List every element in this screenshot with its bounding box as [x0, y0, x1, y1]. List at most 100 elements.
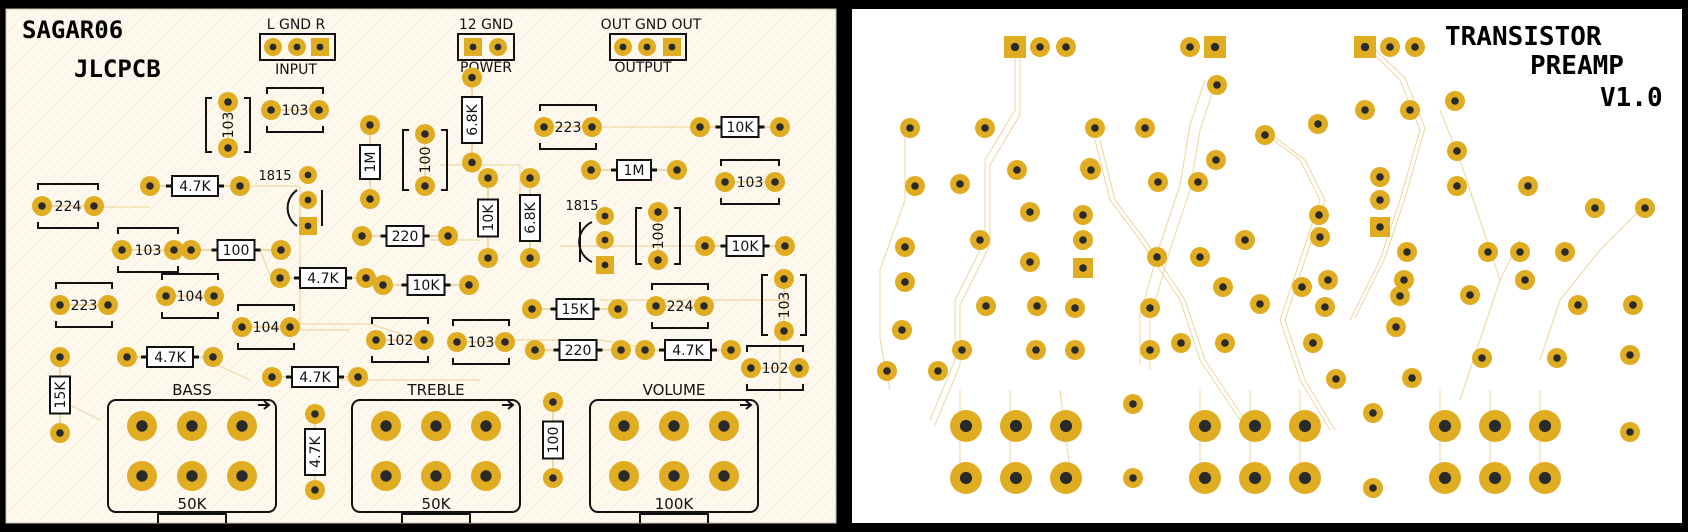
drill-hole [1396, 292, 1404, 300]
component-103: 103 [112, 227, 184, 273]
drill-hole [1026, 258, 1034, 266]
drill-hole [1032, 346, 1040, 354]
drill-hole [540, 123, 548, 131]
component-value-label: 4.7K [308, 435, 324, 467]
drill-hole [531, 346, 539, 354]
drill-hole [236, 470, 248, 482]
drill-hole [1213, 81, 1221, 89]
component-10k: 10K [690, 116, 790, 138]
drill-hole [1591, 204, 1599, 212]
drill-hole [236, 182, 244, 190]
drill-hole [224, 98, 232, 106]
drill-hole [380, 470, 392, 482]
component-224: 224 [32, 183, 104, 229]
drill-hole [123, 353, 131, 361]
drill-hole [619, 43, 627, 51]
drill-hole [494, 43, 502, 51]
drill-hole [1079, 211, 1087, 219]
drill-hole [1248, 471, 1262, 485]
drill-hole [549, 398, 557, 406]
component-value-label: 100 [223, 243, 250, 259]
drill-hole [601, 212, 609, 220]
drill-hole [1408, 374, 1416, 382]
brand-line-1: SAGAR06 [22, 16, 123, 44]
drill-hole [1438, 419, 1452, 433]
component-value-label: 4.7K [154, 350, 186, 366]
drill-hole [1248, 419, 1262, 433]
component-4p7k: 4.7K [304, 404, 326, 500]
component-103: 103 [715, 159, 785, 205]
component-value-label: 103 [737, 175, 764, 191]
drill-hole [430, 420, 442, 432]
component-value-label: 100 [546, 427, 562, 454]
drill-hole [1484, 248, 1492, 256]
drill-hole [901, 243, 909, 251]
drill-hole [1087, 166, 1095, 174]
drill-hole [1553, 354, 1561, 362]
drill-hole [186, 470, 198, 482]
drill-hole [366, 195, 374, 203]
drill-hole [956, 180, 964, 188]
component-10k: 10K [477, 168, 499, 268]
drill-hole [501, 338, 509, 346]
drill-hole [601, 236, 609, 244]
component-6p8k: 6.8K [461, 67, 483, 173]
component-10k: 10K [695, 235, 795, 257]
drill-hole [267, 106, 275, 114]
component-223: 223 [534, 104, 602, 150]
drill-hole [38, 202, 46, 210]
component-value-label: 1M [624, 163, 645, 179]
drill-hole [780, 275, 788, 283]
drill-hole [1059, 419, 1073, 433]
drill-hole [380, 420, 392, 432]
output-name-label: OUTPUT [614, 60, 672, 76]
drill-hole [1196, 253, 1204, 261]
drill-hole [1574, 301, 1582, 309]
drill-hole [1079, 264, 1087, 272]
drill-hole [1154, 178, 1162, 186]
drill-hole [224, 144, 232, 152]
drill-hole [1177, 339, 1185, 347]
drill-hole [1186, 43, 1194, 51]
drill-hole [90, 202, 98, 210]
drill-hole [906, 124, 914, 132]
drill-hole [1641, 204, 1649, 212]
drill-hole [643, 43, 651, 51]
drill-hole [316, 43, 324, 51]
component-1m: 1M [359, 115, 381, 209]
drill-hole [430, 470, 442, 482]
drill-hole [696, 123, 704, 131]
drill-hole [480, 420, 492, 432]
drill-hole [1153, 253, 1161, 261]
drill-hole [366, 121, 374, 129]
component-value-label: 10K [732, 239, 760, 255]
component-100: 100 [635, 202, 681, 270]
drill-hole [526, 254, 534, 262]
component-104: 104 [156, 273, 224, 319]
input-connector: L GND R INPUT [259, 17, 336, 78]
drill-hole [1332, 375, 1340, 383]
drill-hole [1059, 471, 1073, 485]
drill-hole [1141, 124, 1149, 132]
drill-hole [444, 232, 452, 240]
component-4p7k: 4.7K [140, 175, 250, 197]
drill-hole [618, 470, 630, 482]
drill-hole [379, 281, 387, 289]
component-value-label: 103 [135, 243, 162, 259]
drill-hole [1316, 233, 1324, 241]
component-15k: 15K [49, 347, 71, 443]
drill-hole [1129, 400, 1137, 408]
input-name-label: INPUT [275, 62, 317, 78]
component-224: 224 [646, 283, 714, 329]
component-223: 223 [50, 282, 118, 328]
drill-hole [747, 364, 755, 372]
drill-hole [1033, 302, 1041, 310]
drill-hole [186, 420, 198, 432]
drill-hole [118, 246, 126, 254]
drill-hole [1324, 276, 1332, 284]
drill-hole [780, 327, 788, 335]
drill-hole [1010, 42, 1020, 52]
